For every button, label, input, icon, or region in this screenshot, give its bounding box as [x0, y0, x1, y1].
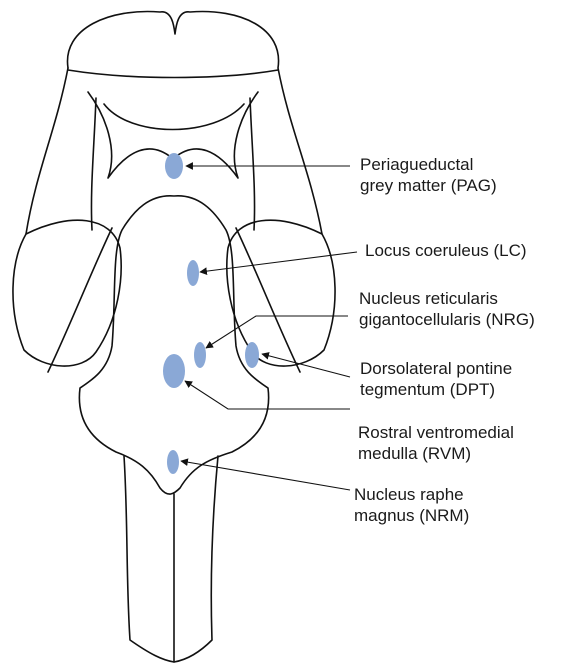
- rvm-label-line1: Rostral ventromedial: [358, 422, 514, 443]
- pag-nucleus: [165, 153, 183, 179]
- midbrain-top-rim: [68, 70, 278, 78]
- pag-label-line1: Periagueductal: [360, 154, 497, 175]
- pag-label: Periagueductal grey matter (PAG): [360, 154, 497, 196]
- nrm-leader: [181, 461, 350, 490]
- nuclei: [163, 153, 259, 474]
- left-peduncle-inner: [48, 228, 112, 372]
- nrg-label: Nucleus reticularis gigantocellularis (N…: [359, 288, 535, 330]
- pag-label-line2: grey matter (PAG): [360, 175, 497, 196]
- dpt-label-line1: Dorsolateral pontine: [360, 358, 512, 379]
- medulla-outline: [124, 456, 218, 662]
- pons-outline: [79, 196, 268, 494]
- dpt-label: Dorsolateral pontine tegmentum (DPT): [360, 358, 512, 400]
- midbrain-inner-left: [88, 92, 172, 178]
- midbrain-inner-right: [174, 92, 258, 178]
- right-wall: [250, 98, 255, 230]
- nrg-nucleus: [194, 342, 206, 368]
- nrm-nucleus: [167, 450, 179, 474]
- dpt-nucleus: [245, 342, 259, 368]
- rvm-label: Rostral ventromedial medulla (RVM): [358, 422, 514, 464]
- midbrain-left-lower-outline: [26, 68, 68, 234]
- nrg-label-line1: Nucleus reticularis: [359, 288, 535, 309]
- dpt-label-line2: tegmentum (DPT): [360, 379, 512, 400]
- lc-nucleus: [187, 260, 199, 286]
- nrm-label-line1: Nucleus raphe: [354, 484, 469, 505]
- nrg-label-line2: gigantocellularis (NRG): [359, 309, 535, 330]
- rvm-label-line2: medulla (RVM): [358, 443, 514, 464]
- lc-label-line1: Locus coeruleus (LC): [365, 240, 527, 261]
- lc-label: Locus coeruleus (LC): [365, 240, 527, 261]
- left-wall: [91, 98, 96, 230]
- midbrain-inner-arc: [104, 104, 244, 130]
- brainstem-outline: [13, 11, 335, 662]
- nrm-label-line2: magnus (NRM): [354, 505, 469, 526]
- rvm-nucleus: [163, 354, 185, 388]
- nrm-label: Nucleus raphe magnus (NRM): [354, 484, 469, 526]
